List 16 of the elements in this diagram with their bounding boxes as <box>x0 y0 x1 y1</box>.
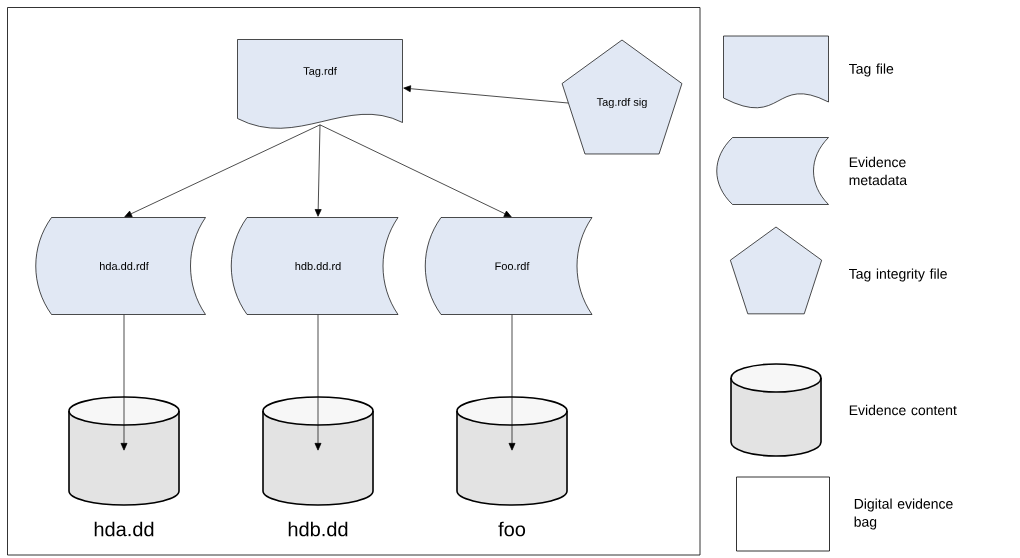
arrow <box>403 85 569 104</box>
arrow <box>120 314 128 451</box>
node-label: hdb.dd <box>288 521 348 537</box>
evidence-bag-frame <box>7 7 701 556</box>
arrow <box>319 124 512 218</box>
legend-item: Evidence metadata <box>716 137 908 205</box>
legend-item: Tag integrity file <box>730 226 947 315</box>
legend-item: Tag file <box>723 35 894 109</box>
arrow <box>314 314 322 451</box>
node-label: foo <box>498 521 526 537</box>
legend-item: Digital evidence bag <box>736 476 953 552</box>
arrow <box>508 314 516 451</box>
arrow <box>124 124 321 218</box>
node-label: hda.dd <box>94 521 154 537</box>
arrow <box>314 124 322 217</box>
legend-item: Evidence content <box>730 363 957 457</box>
